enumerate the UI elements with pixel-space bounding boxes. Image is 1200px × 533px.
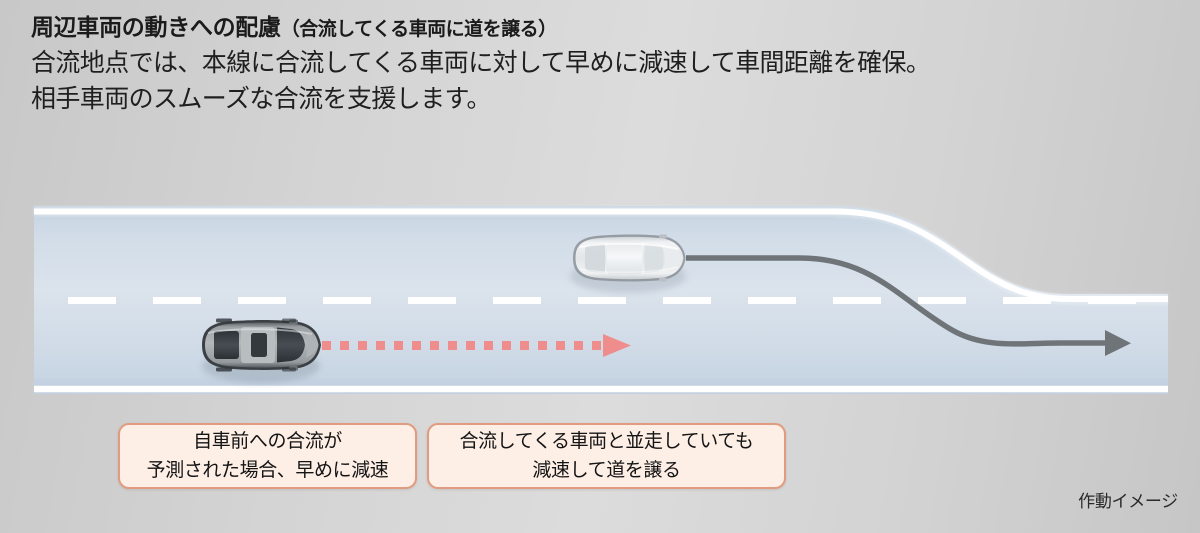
page-title: 周辺車両の動きへの配慮（合流してくる車両に道を譲る）: [31, 12, 1181, 45]
callout-yield-way-line-1: 合流してくる車両と並走していても: [459, 431, 754, 452]
page-title-main: 周辺車両の動きへの配慮: [31, 14, 281, 40]
callout-yield-way-line-2: 減速して道を譲る: [532, 460, 681, 481]
page-title-parenthetical: （合流してくる車両に道を譲る）: [280, 19, 557, 40]
callout-ego-decel: 自車前への合流が 予測された場合、早めに減速: [118, 423, 417, 489]
footnote-caption: 作動イメージ: [1078, 492, 1178, 511]
header-text-block: 周辺車両の動きへの配慮（合流してくる車両に道を譲る） 合流地点では、本線に合流し…: [31, 12, 1181, 117]
ego-path-arrow: [322, 334, 631, 357]
merging-vehicle-white: [570, 234, 686, 293]
callout-ego-decel-line-2: 予測された場合、早めに減速: [146, 460, 389, 481]
callout-yield-way: 合流してくる車両と並走していても 減速して道を譲る: [427, 423, 786, 489]
callout-ego-decel-line-1: 自車前への合流が: [193, 431, 342, 452]
description-line-1: 合流地点では、本線に合流してくる車両に対して早めに減速して車間距離を確保。: [31, 49, 931, 77]
ego-vehicle-dark: [202, 318, 321, 383]
merge-path-arrow: [686, 255, 1131, 356]
description-line-2: 相手車両のスムーズな合流を支援します。: [31, 85, 491, 113]
